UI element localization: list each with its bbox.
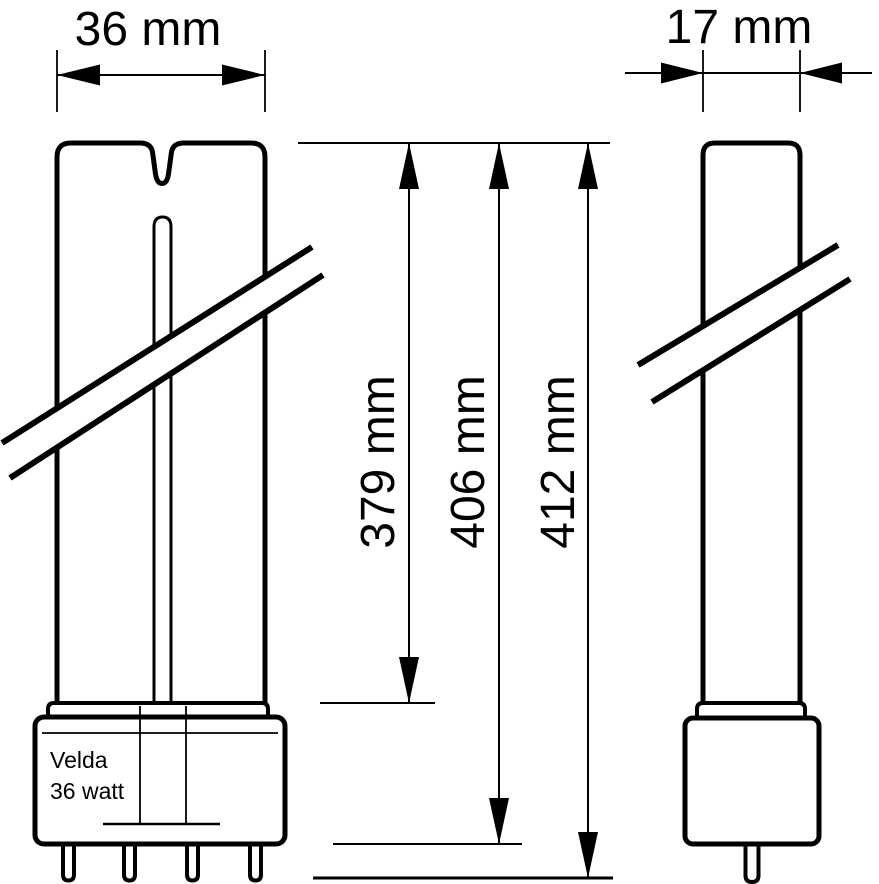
- tube-outline-front: [54, 140, 268, 703]
- arrowhead-up: [489, 143, 509, 189]
- arrowhead-up: [399, 143, 419, 189]
- side-width-label: 17 mm: [666, 1, 813, 54]
- lamp-collar-side: [695, 701, 807, 718]
- length-label-379: 379 mm: [352, 375, 405, 548]
- pin-3: [185, 844, 200, 883]
- pin-side: [743, 844, 761, 884]
- side-view: [682, 140, 822, 884]
- front-width-label: 36 mm: [75, 3, 222, 56]
- break-mask-front: [2, 247, 323, 478]
- break-line-side-lower: [650, 276, 852, 405]
- arrowhead-up: [578, 143, 598, 189]
- dim-lengths: 379 mm 406 mm 412 mm: [298, 142, 613, 880]
- dim-side-width: 17 mm: [625, 1, 872, 112]
- arrowhead-left: [57, 64, 100, 86]
- arrowhead-down: [399, 657, 419, 703]
- pin-4: [248, 844, 263, 883]
- tube-fold-slot: [152, 215, 173, 702]
- break-mask-side: [638, 245, 850, 402]
- pin-1: [61, 844, 76, 883]
- break-line-front-lower: [8, 272, 325, 481]
- front-view: Velda 36 watt: [32, 140, 288, 883]
- arrowhead-down: [578, 832, 598, 878]
- wattage-label: 36 watt: [50, 778, 125, 804]
- break-line-front-upper: [0, 244, 314, 446]
- length-label-412: 412 mm: [532, 375, 585, 548]
- arrowhead-right: [222, 64, 265, 86]
- dim-406: 406 mm: [333, 143, 522, 845]
- dim-412: 412 mm: [313, 143, 613, 880]
- break-band-side: [636, 242, 852, 405]
- arrowhead-down: [489, 798, 509, 844]
- break-line-side-upper: [636, 242, 840, 368]
- arrowhead-inward-left: [800, 62, 842, 84]
- tube-outline-side: [700, 140, 803, 703]
- brand-label: Velda: [50, 747, 108, 773]
- dim-379: 379 mm: [320, 143, 435, 704]
- lamp-collar-front: [46, 701, 270, 718]
- arrowhead-inward-right: [661, 62, 703, 84]
- lamp-base-front: [32, 714, 288, 847]
- pin-2: [122, 844, 137, 883]
- break-band-front: [0, 244, 325, 481]
- lamp-base-side: [682, 715, 822, 847]
- length-label-406: 406 mm: [442, 375, 495, 548]
- dim-front-width: 36 mm: [56, 3, 266, 112]
